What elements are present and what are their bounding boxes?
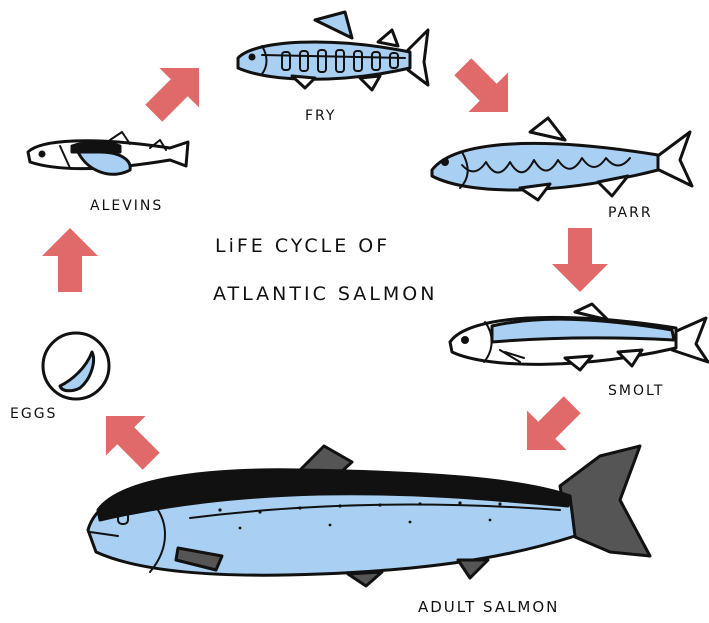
label-eggs: EGGS (10, 406, 57, 422)
egg: EGGS (10, 333, 109, 422)
title-line-1: LiFE CYCLE OF (215, 235, 390, 257)
arrow-eggs-to-alevins (42, 228, 98, 292)
alevins-fish: ALEVINS (28, 132, 188, 214)
arrow-fry-to-parr (443, 47, 528, 132)
smolt-fish: SMOLT (450, 304, 708, 399)
title-line-2: ATLANTIC SALMON (213, 283, 437, 305)
arrow-parr-to-smolt (552, 228, 608, 292)
fry-fish: FRY (238, 12, 428, 124)
label-smolt: SMOLT (608, 383, 664, 399)
arrow-smolt-to-adult (507, 385, 592, 470)
label-alevins: ALEVINS (90, 198, 163, 214)
arrow-alevins-to-fry (134, 48, 219, 133)
label-adult-salmon: ADULT SALMON (418, 598, 559, 616)
label-parr: PARR (608, 205, 653, 221)
parr-fish: PARR (432, 118, 692, 221)
adult-salmon-fish: ADULT SALMON (88, 446, 650, 616)
label-fry: FRY (305, 108, 336, 124)
arrow-adult-to-eggs (86, 396, 171, 481)
